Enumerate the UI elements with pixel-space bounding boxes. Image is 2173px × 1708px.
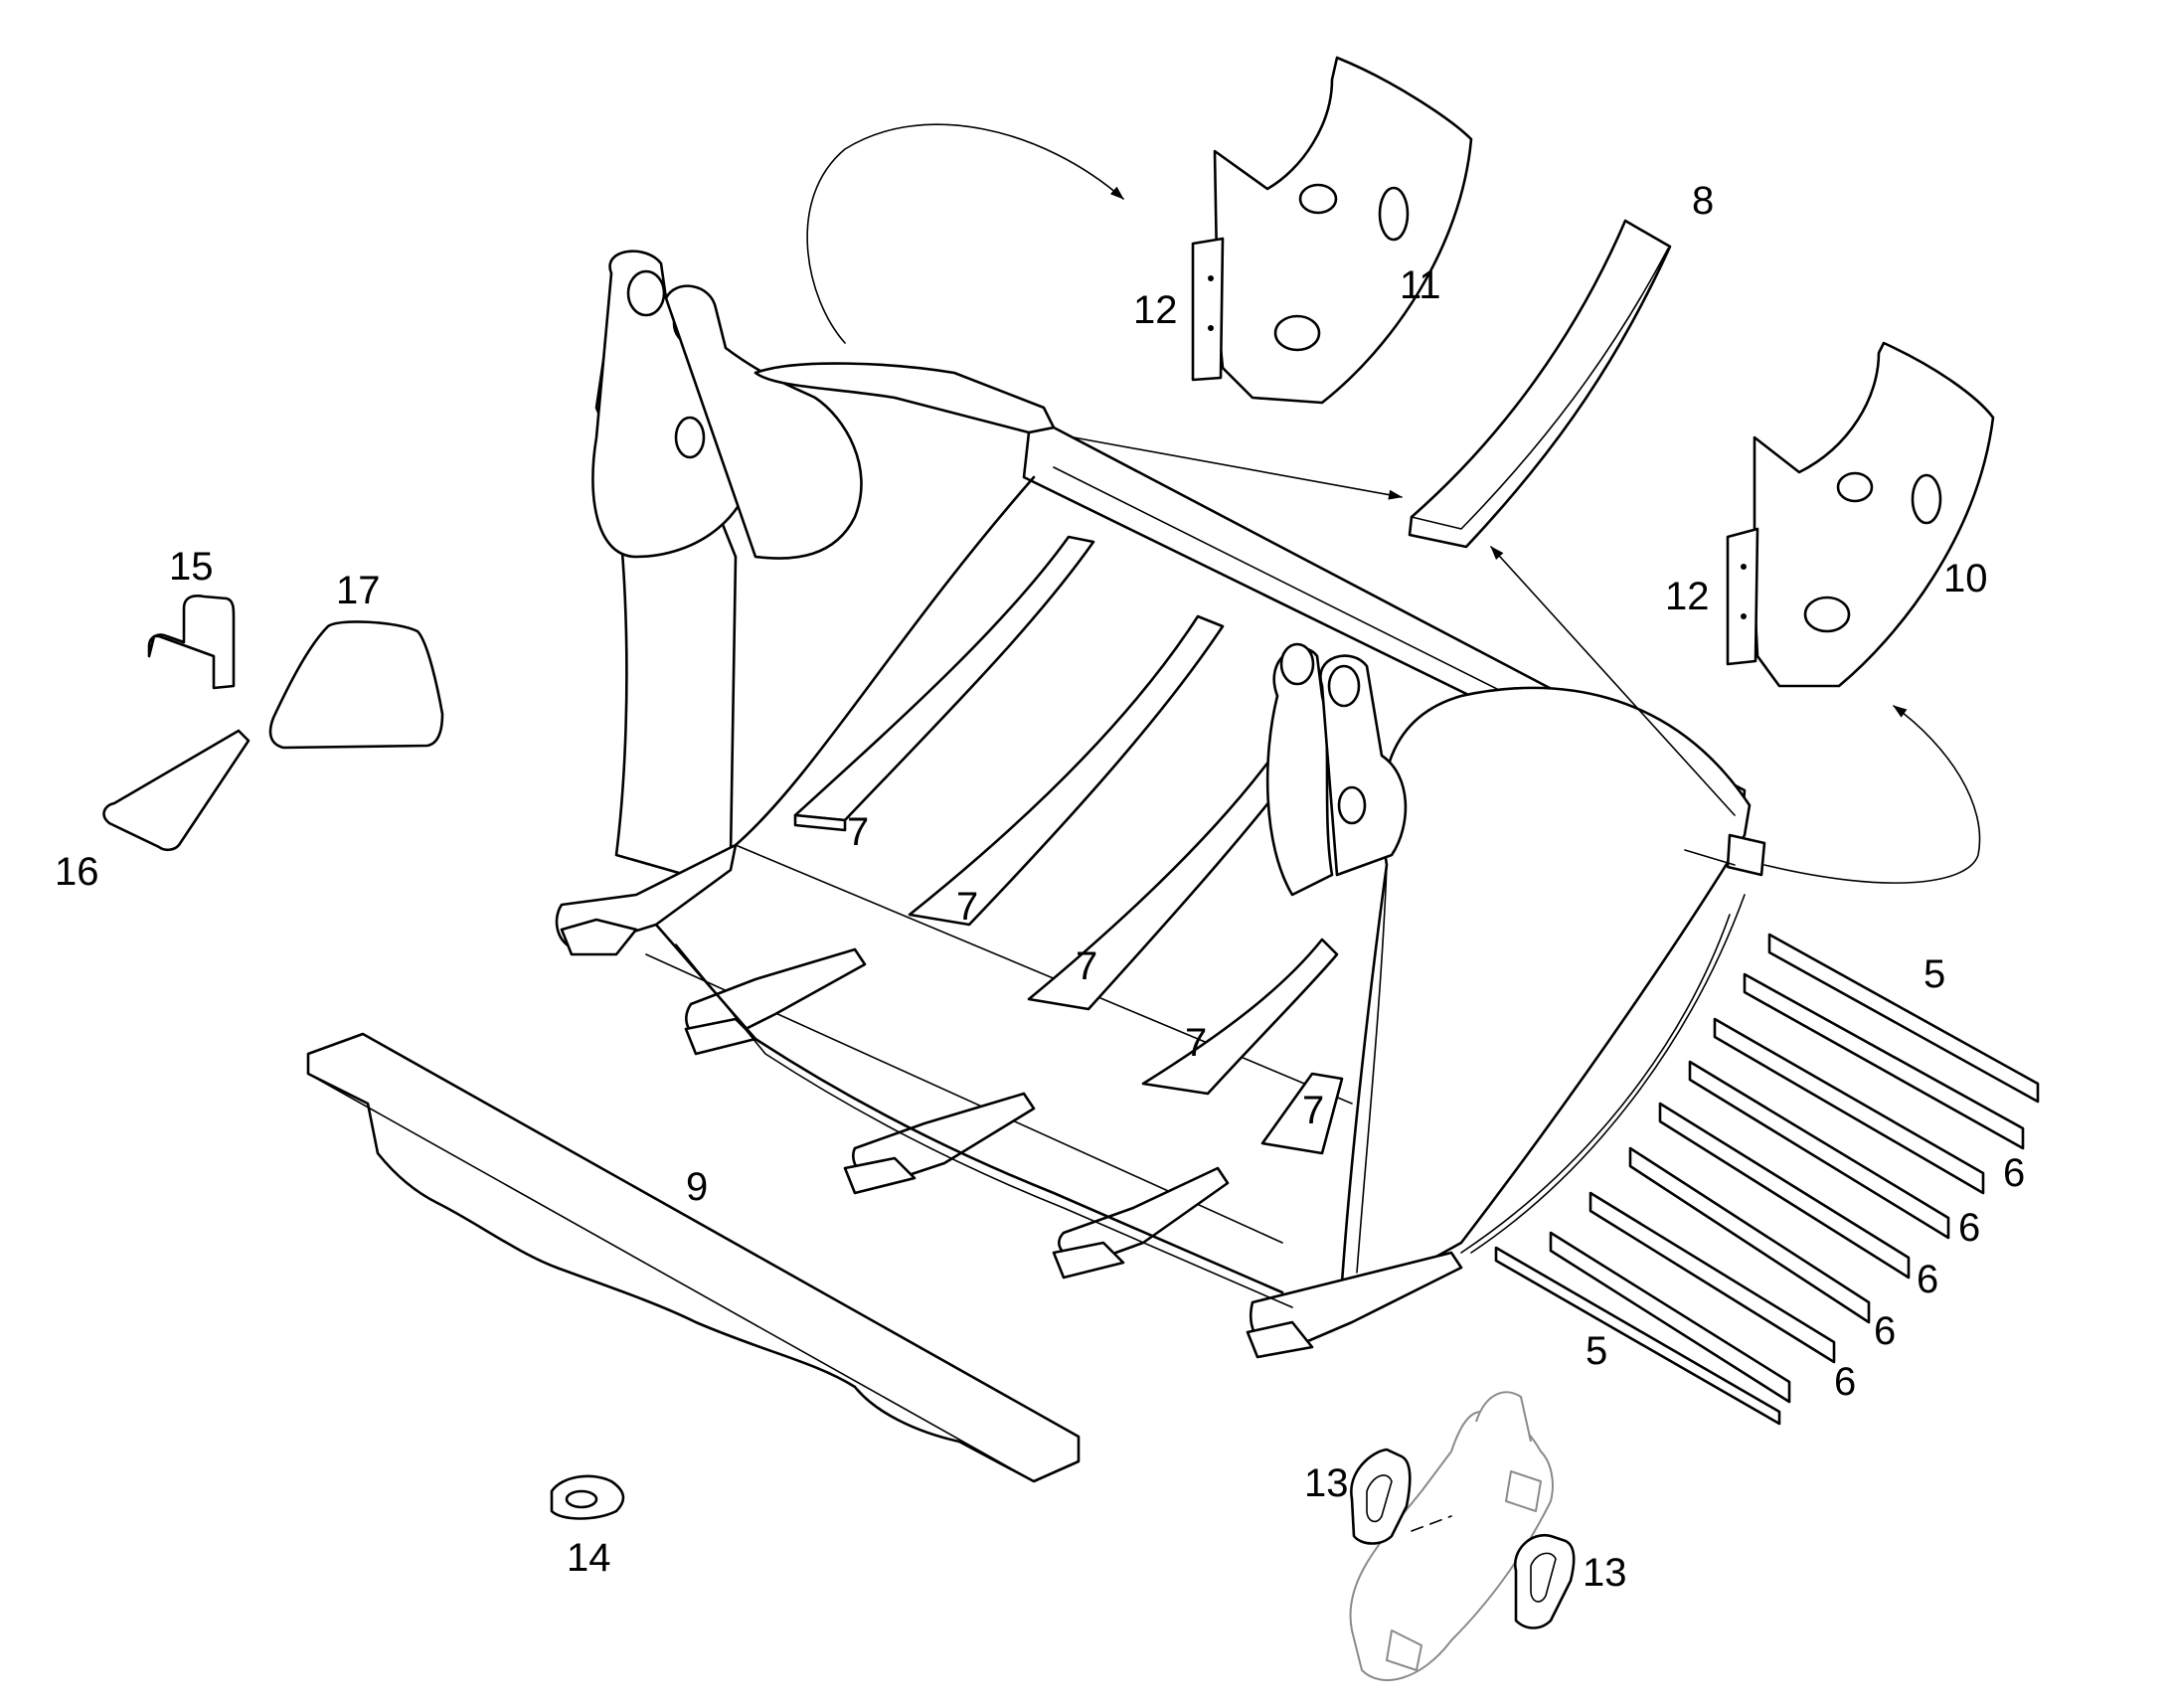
part-11-wear-plate: [1191, 56, 1473, 405]
callout-12-b: 12: [1665, 575, 1710, 618]
strip-6-c: [1688, 1060, 1950, 1240]
right-side-plate: [1340, 686, 1752, 1294]
part-12-bar-a: [1191, 237, 1225, 382]
callout-labels: 5 5 6 6 6 6 6 7 7 7 7 7 8 9 10 11 12 12 …: [55, 179, 2025, 1595]
strip-5-top: [1767, 933, 2040, 1104]
strip-6-b: [1713, 1017, 1985, 1195]
bucket-teeth: [555, 843, 1463, 1359]
callout-7-a: 7: [847, 810, 869, 854]
callout-6-d: 6: [1874, 1309, 1896, 1353]
left-top-rail: [753, 362, 1056, 434]
side-block: [1726, 833, 1766, 877]
bucket-body: [591, 250, 1766, 1294]
callout-6-a: 6: [2003, 1151, 2025, 1195]
strip-6-e: [1628, 1146, 1871, 1324]
callout-12-a: 12: [1133, 288, 1178, 332]
part-17-trapezoid-plate: [268, 620, 444, 750]
part-8-curved-strip: [1408, 219, 1672, 549]
left-ear-bracket: [664, 284, 863, 560]
part-15-angle-plate: [147, 595, 236, 690]
callout-5-top: 5: [1923, 952, 1945, 996]
callout-14: 14: [567, 1536, 611, 1580]
strip-6-g: [1549, 1231, 1791, 1404]
arrow-to-11: [806, 123, 1124, 344]
strip-5-bottom: [1494, 1246, 1781, 1426]
part-13-tooth-adapter: [1349, 1391, 1576, 1681]
callout-17: 17: [336, 569, 381, 612]
callout-7-c: 7: [1076, 944, 1097, 988]
callout-7-e: 7: [1302, 1089, 1324, 1132]
wear-strip-7-b: [908, 614, 1225, 927]
pad-13-right: [1513, 1533, 1576, 1629]
arrow-to-10: [1763, 705, 1981, 884]
callout-8: 8: [1692, 179, 1714, 223]
arrow-to-8: [1073, 436, 1403, 500]
part-14-clip: [550, 1474, 625, 1520]
strip-6-d: [1658, 1102, 1911, 1280]
bucket-inner-curve-left: [734, 475, 1036, 847]
callout-6-e: 6: [1834, 1360, 1856, 1404]
wear-strip-7-a: [793, 535, 1095, 822]
callout-5-bottom: 5: [1586, 1329, 1607, 1373]
strip-6-a: [1743, 972, 2025, 1150]
arrow-to-8-from-right: [1490, 546, 1736, 816]
parts-5-6-flat-strips: [1494, 933, 2040, 1426]
part-10-wear-plate: [1726, 341, 1995, 688]
part-16-triangle-plate: [102, 729, 251, 852]
pad-13-left: [1350, 1448, 1412, 1545]
strip-6-f: [1588, 1191, 1836, 1364]
cutting-edge: [654, 923, 1284, 1294]
part-9-edge-plate: [306, 1032, 1081, 1483]
callout-6-c: 6: [1917, 1258, 1938, 1301]
callout-10: 10: [1943, 557, 1988, 600]
callout-11: 11: [1400, 263, 1441, 307]
callout-9: 9: [686, 1165, 708, 1209]
arrows: [806, 123, 1981, 884]
right-ear-bracket: [1319, 654, 1408, 877]
wear-strip-7-e: [1260, 1072, 1344, 1155]
callout-15: 15: [169, 545, 214, 589]
callout-7-b: 7: [956, 885, 978, 929]
part-12-bar-b: [1726, 527, 1759, 666]
wear-strip-7-d: [1141, 938, 1339, 1096]
callout-16: 16: [55, 850, 99, 894]
small-plates: [102, 595, 444, 852]
callout-6-b: 6: [1958, 1206, 1980, 1250]
callout-13-right: 13: [1583, 1551, 1627, 1595]
callout-13-left: 13: [1304, 1461, 1349, 1505]
callout-7-d: 7: [1185, 1021, 1207, 1065]
